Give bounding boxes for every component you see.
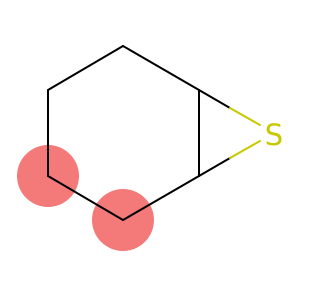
- bond-c1-s-black: [198, 89, 231, 109]
- molecule-structure: S: [17, 45, 283, 251]
- bonds: [47, 45, 261, 221]
- bond-c1-c2: [122, 45, 200, 91]
- bond-c1-s-yellow: [229, 107, 261, 126]
- bond-c6-s-black: [198, 157, 231, 177]
- molecule-canvas: S: [17, 45, 283, 251]
- bond-c6-s-yellow: [229, 140, 261, 159]
- bond-c2-c3: [47, 45, 124, 91]
- sulfur-atom-label: S: [265, 118, 283, 152]
- bond-c5-c6: [122, 175, 200, 221]
- bond-c4-c5: [47, 175, 124, 221]
